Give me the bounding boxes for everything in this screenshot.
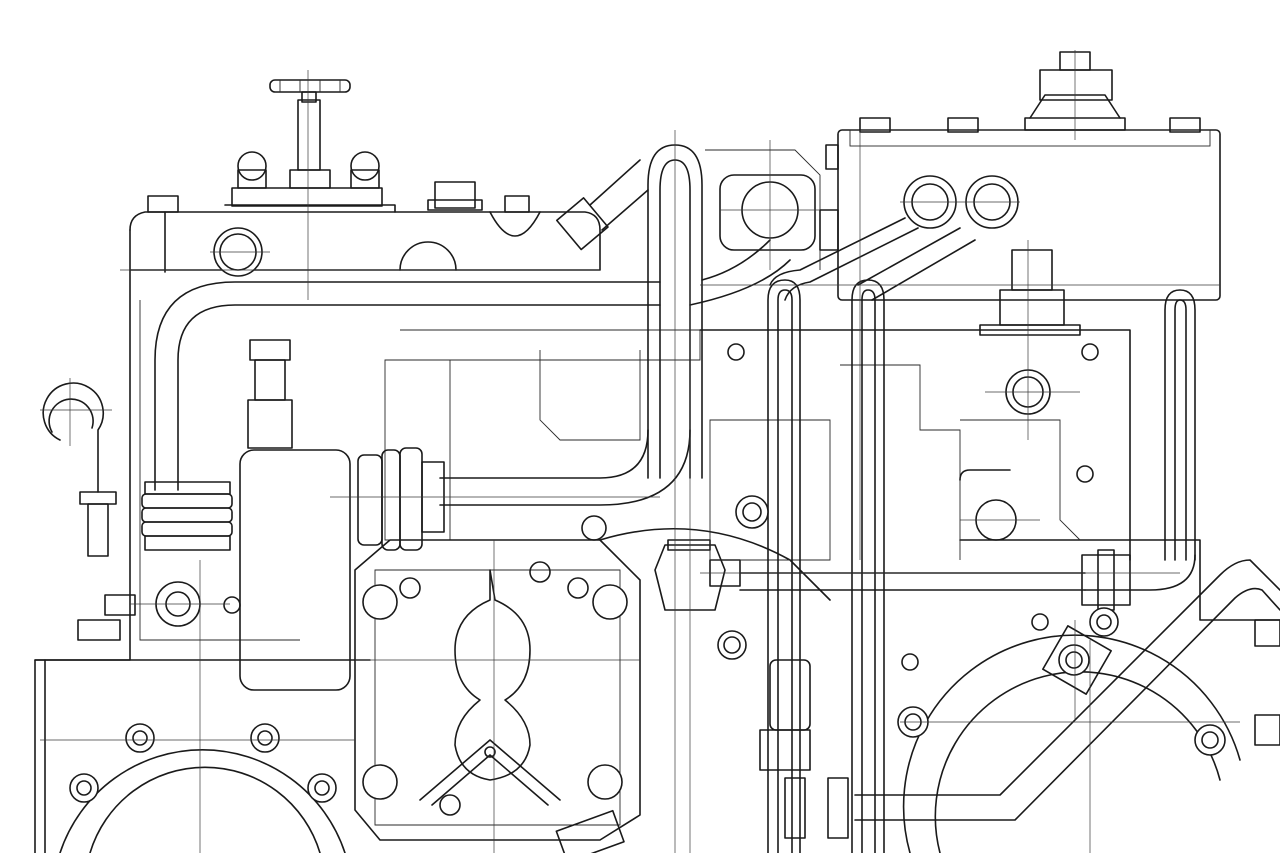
center-fitting	[599, 528, 1086, 611]
construction-lines	[40, 50, 1240, 853]
center-marks	[223, 209, 1099, 671]
lower-pipe-fittings	[555, 495, 849, 853]
right-diagonal-pipe	[854, 559, 1280, 853]
circlip-detail	[40, 378, 117, 557]
right-engine-block	[699, 51, 1280, 621]
top-valve-cover	[147, 79, 541, 277]
right-twin-pipes	[767, 175, 1196, 853]
left-engine-block	[34, 211, 701, 853]
left-flange	[59, 581, 346, 853]
pump-housing	[354, 539, 641, 841]
center-vertical-pipe	[357, 144, 821, 551]
left-coolant-pipe	[141, 281, 661, 551]
